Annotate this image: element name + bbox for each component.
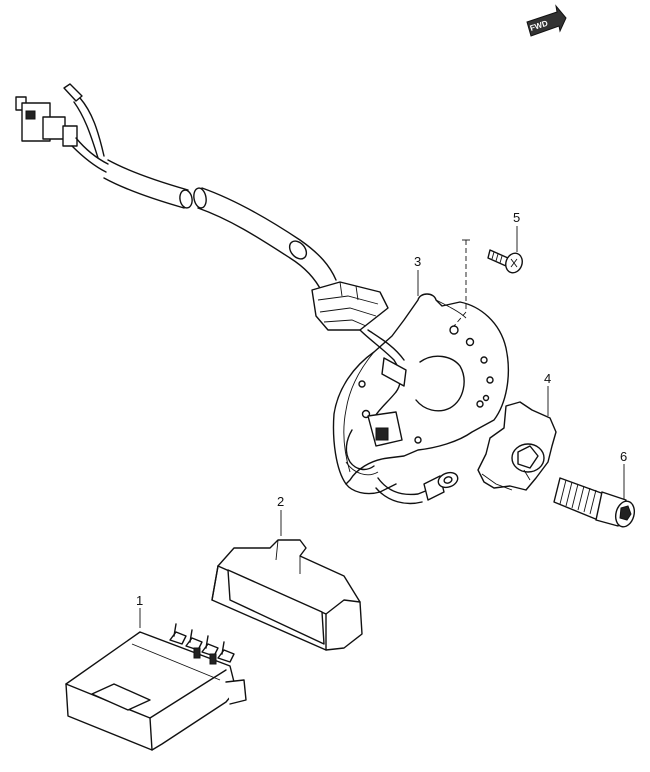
bolt-part-6 (553, 477, 636, 528)
cdi-unit-part-1 (65, 623, 247, 751)
coil-lead-wires (359, 329, 407, 419)
harness-connector-plugs (15, 83, 109, 173)
callout-4: 4 (544, 371, 551, 386)
fwd-direction-badge: FWD (526, 4, 567, 37)
signal-rotor-part-4 (477, 401, 557, 491)
ground-wire-terminal (375, 471, 459, 505)
callout-5: 5 (513, 210, 520, 225)
pickup-coil (345, 411, 403, 476)
wire-grommet (311, 281, 389, 331)
callout-6: 6 (620, 449, 627, 464)
screw-part-5 (453, 239, 523, 327)
callout-1: 1 (136, 593, 143, 608)
callout-leaders (139, 226, 625, 628)
callout-2: 2 (277, 494, 284, 509)
callout-3: 3 (414, 254, 421, 269)
rubber-case-part-2 (211, 539, 363, 651)
harness-wire-sheath (103, 159, 337, 293)
